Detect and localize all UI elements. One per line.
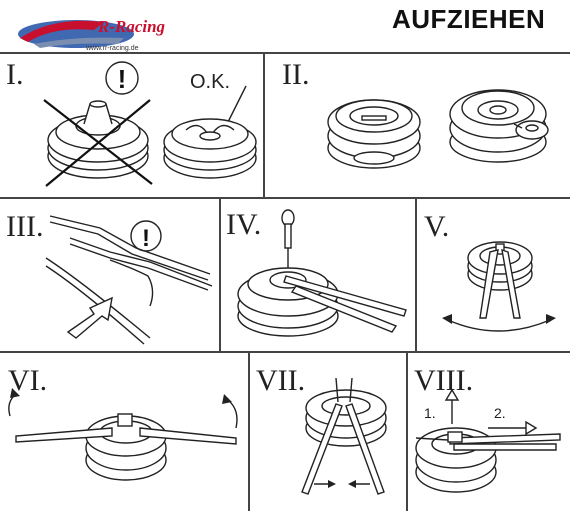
- logo-text: R-Racing: [97, 17, 166, 36]
- divider-row2-bottom: [0, 351, 570, 353]
- rr-racing-logo: R-Racing www.rr-racing.de: [14, 8, 184, 54]
- lever-left: [479, 249, 499, 319]
- arrow-label-1: 1.: [424, 405, 436, 421]
- divider-row1: [263, 52, 265, 198]
- arrow-right: [525, 420, 538, 436]
- lever-arm-b: [290, 285, 398, 333]
- correct-wheel-drawing: [163, 118, 257, 179]
- rim-with-nut: [449, 89, 549, 163]
- step5-illustration: [442, 241, 556, 332]
- step-label-5: V.: [424, 210, 450, 243]
- arrow-inward-left: [328, 480, 336, 488]
- ok-pointer: [225, 85, 247, 127]
- arrow-up: [444, 388, 460, 401]
- divider-top: [0, 52, 570, 54]
- divider-row1-bottom: [0, 197, 570, 199]
- rotate-arrow-right: [222, 394, 232, 404]
- step-label-7: VII.: [256, 364, 306, 397]
- ok-label: O.K.: [190, 71, 230, 93]
- logo-url-text: www.rr-racing.de: [85, 45, 139, 52]
- step2-illustration: [327, 89, 549, 169]
- wrong-wheel-drawing: [47, 100, 149, 179]
- divider-row3-b: [406, 351, 408, 511]
- svg-text:!: !: [118, 64, 127, 94]
- arrow-inward-right: [348, 480, 356, 488]
- tire-lever-lower: [69, 237, 213, 287]
- rotate-arc: [447, 319, 551, 332]
- cross-line-b: [45, 99, 151, 187]
- step1-illustration: ! O.K.: [43, 61, 257, 187]
- svg-text:!: !: [142, 225, 150, 252]
- step-label-8: VIII.: [414, 364, 474, 397]
- lever-arm-right: [139, 427, 237, 445]
- step8-illustration: 1. 2.: [415, 388, 561, 493]
- step6-illustration: [8, 388, 238, 481]
- lever-arm-a: [283, 275, 407, 317]
- step-label-6: VI.: [8, 364, 48, 397]
- pointer-arrow: [66, 296, 113, 339]
- step-label-2: II.: [282, 58, 310, 91]
- step4-illustration: [237, 209, 407, 337]
- step-label-1: I.: [6, 58, 24, 91]
- lever-right: [501, 248, 521, 319]
- lever-left: [301, 403, 343, 495]
- arrow-label-2: 2.: [494, 405, 506, 421]
- screwdriver-tool: [281, 209, 295, 270]
- rotate-arrow-left: [10, 388, 20, 398]
- tire-lever-upper: [49, 215, 211, 275]
- warning-icon: !: [105, 61, 139, 95]
- rim-side-view: [327, 99, 421, 169]
- lever-right: [345, 403, 385, 495]
- divider-row2-b: [415, 197, 417, 352]
- step-label-3: III.: [6, 210, 44, 243]
- lever-arm-left: [15, 427, 113, 443]
- step3-illustration: !: [45, 215, 213, 345]
- step-label-4: IV.: [226, 208, 262, 241]
- divider-row3-a: [248, 351, 250, 511]
- divider-row2-a: [219, 197, 221, 352]
- lever-arm-lower: [453, 443, 557, 451]
- step7-illustration: [301, 377, 387, 495]
- page-title: AUFZIEHEN: [392, 4, 546, 34]
